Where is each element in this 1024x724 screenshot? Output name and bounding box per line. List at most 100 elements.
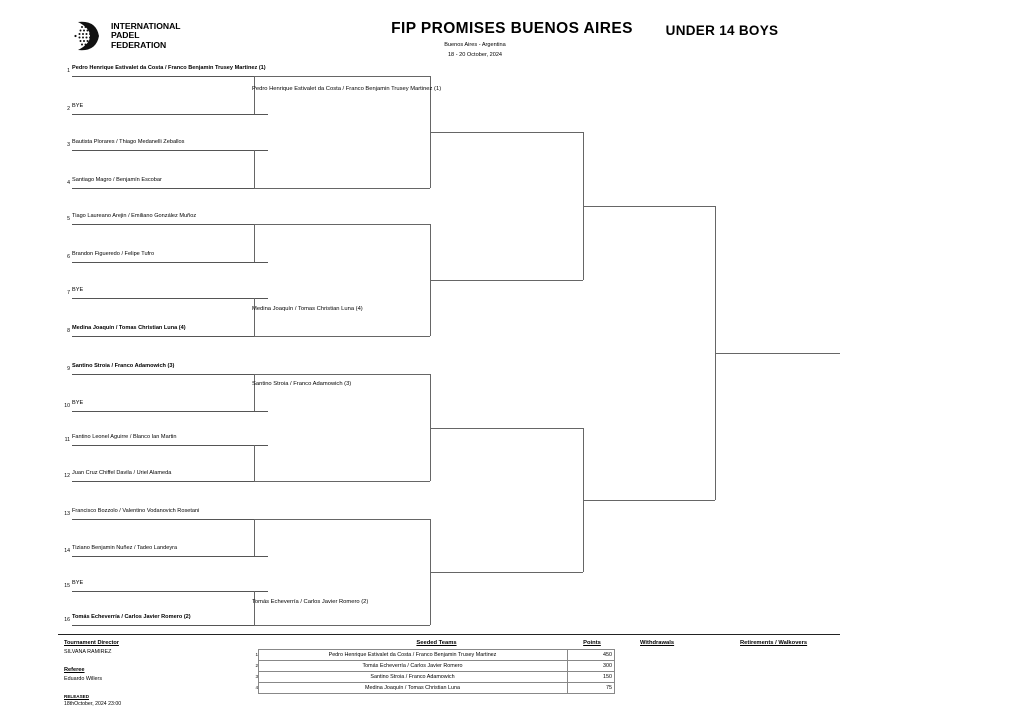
r2-line-5 [254,374,430,375]
seed-number: 3 [255,674,258,679]
seed-points: 450 [603,652,612,658]
entry-underline [72,262,268,263]
tournament-officials: Tournament Director SILVANA RAMIREZ Refe… [64,640,254,707]
seeded-teams-header: Seeded Teams [416,640,457,646]
logo-line-2: PADEL [111,30,140,41]
entry-underline [72,445,268,446]
r1-connector-5 [254,374,255,411]
entry-number: 10 [64,403,70,409]
footer-divider [58,634,840,635]
entry-number: 2 [67,106,70,112]
entry-number: 5 [67,216,70,222]
champion-line [715,352,840,354]
entry-number: 13 [64,511,70,517]
logo-line-3: FEDERATION [111,39,167,50]
r1-connector-6 [254,445,255,481]
entry-number: 3 [67,142,70,148]
sf-line-3 [430,427,583,429]
final-line-top [583,206,715,207]
tournament-title-wrap: FIP PROMISES BUENOS AIRES [0,20,1024,38]
r1-connector-7 [254,519,255,556]
seeded-team-row: 4 Medina Joaquín / Tomas Christian Luna 75 [255,682,615,694]
seed-number: 1 [255,652,258,657]
tournament-title: FIP PROMISES BUENOS AIRES [391,20,633,37]
r1-connector-8 [254,591,255,625]
entry-player-name: BYE [72,400,84,406]
r1-connector-4 [254,298,255,336]
entry-player-name: Tiago Laureano Arejin / Emiliano Gonzále… [72,213,197,219]
round2-advancing-team: Tomás Echeverría / Carlos Javier Romero … [252,599,369,605]
entry-player-name: BYE [72,580,84,586]
ipf-logo: INTERNATIONAL PADEL FEDERATION [72,14,184,58]
referee-name: Eduardo Willers [64,676,103,682]
entry-underline [72,224,268,225]
r1-connector-2 [254,150,255,188]
event-location: Buenos Aires - Argentina [444,42,506,48]
entry-number: 14 [64,548,70,554]
final-line-bottom [583,499,715,501]
seed-team-name: Tomás Echeverría / Carlos Javier Romero [362,663,463,669]
entry-player-name: Juan Cruz Chiffel Davila / Uriel Alameda [72,470,172,476]
entry-number: 11 [64,437,70,443]
event-category: UNDER 14 BOYS [665,23,779,38]
entry-underline [72,188,268,189]
entry-underline [72,150,268,151]
entry-underline [72,336,268,337]
entry-player-name: BYE [72,103,84,109]
r2-line-6 [254,481,430,482]
entry-number: 6 [67,254,70,260]
entry-number: 12 [64,473,70,479]
withdrawals-header: Withdrawals [640,640,675,646]
entry-player-name: Tomás Echeverría / Carlos Javier Romero … [72,614,191,620]
event-dates: 18 - 20 October, 2024 [447,52,503,58]
r1-connector-1 [254,76,255,114]
round2-advancing-team: Santino Stroia / Franco Adamowich (3) [252,381,352,387]
entry-player-name: Tiziano Benjamin Nuñez / Tadeo Landeyra [72,545,178,551]
r2-line-8 [254,625,430,626]
r2-line-2 [254,188,430,189]
entry-number: 8 [67,328,70,334]
seed-team-name: Medina Joaquín / Tomas Christian Luna [365,685,460,691]
seed-number: 4 [255,685,258,690]
r2-line-1 [254,76,430,77]
seeded-table-header: Seeded Teams Points [258,640,615,649]
points-header: Points [583,640,601,646]
seed-points: 75 [606,685,612,691]
retirements-walkovers-header: Retirements / Walkovers [740,640,808,646]
r2-line-7 [254,519,430,520]
entry-underline [72,374,268,375]
seed-points: 300 [603,663,612,669]
seed-column-divider [567,661,568,671]
released-timestamp: 18thOctober, 2024 23:00 [64,701,122,707]
entry-underline [72,625,268,626]
entry-player-name: BYE [72,287,84,293]
seeded-teams-table: Seeded Teams Points 1 Pedro Henrique Esti… [255,640,615,694]
entry-underline [72,76,268,77]
tournament-director-label: Tournament Director [64,640,119,646]
seeded-team-row: 1 Pedro Henrique Estivalet da Costa / Fra… [255,649,615,660]
round2-advancing-team: Medina Joaquín / Tomas Christian Luna (4… [252,306,363,312]
seed-team-name: Pedro Henrique Estivalet da Costa / Fran… [328,652,497,658]
entry-number: 4 [67,180,70,186]
padel-federation-logo-icon [72,18,106,54]
logo-wordmark: INTERNATIONAL PADEL FEDERATION [111,21,181,51]
entry-underline [72,411,268,412]
